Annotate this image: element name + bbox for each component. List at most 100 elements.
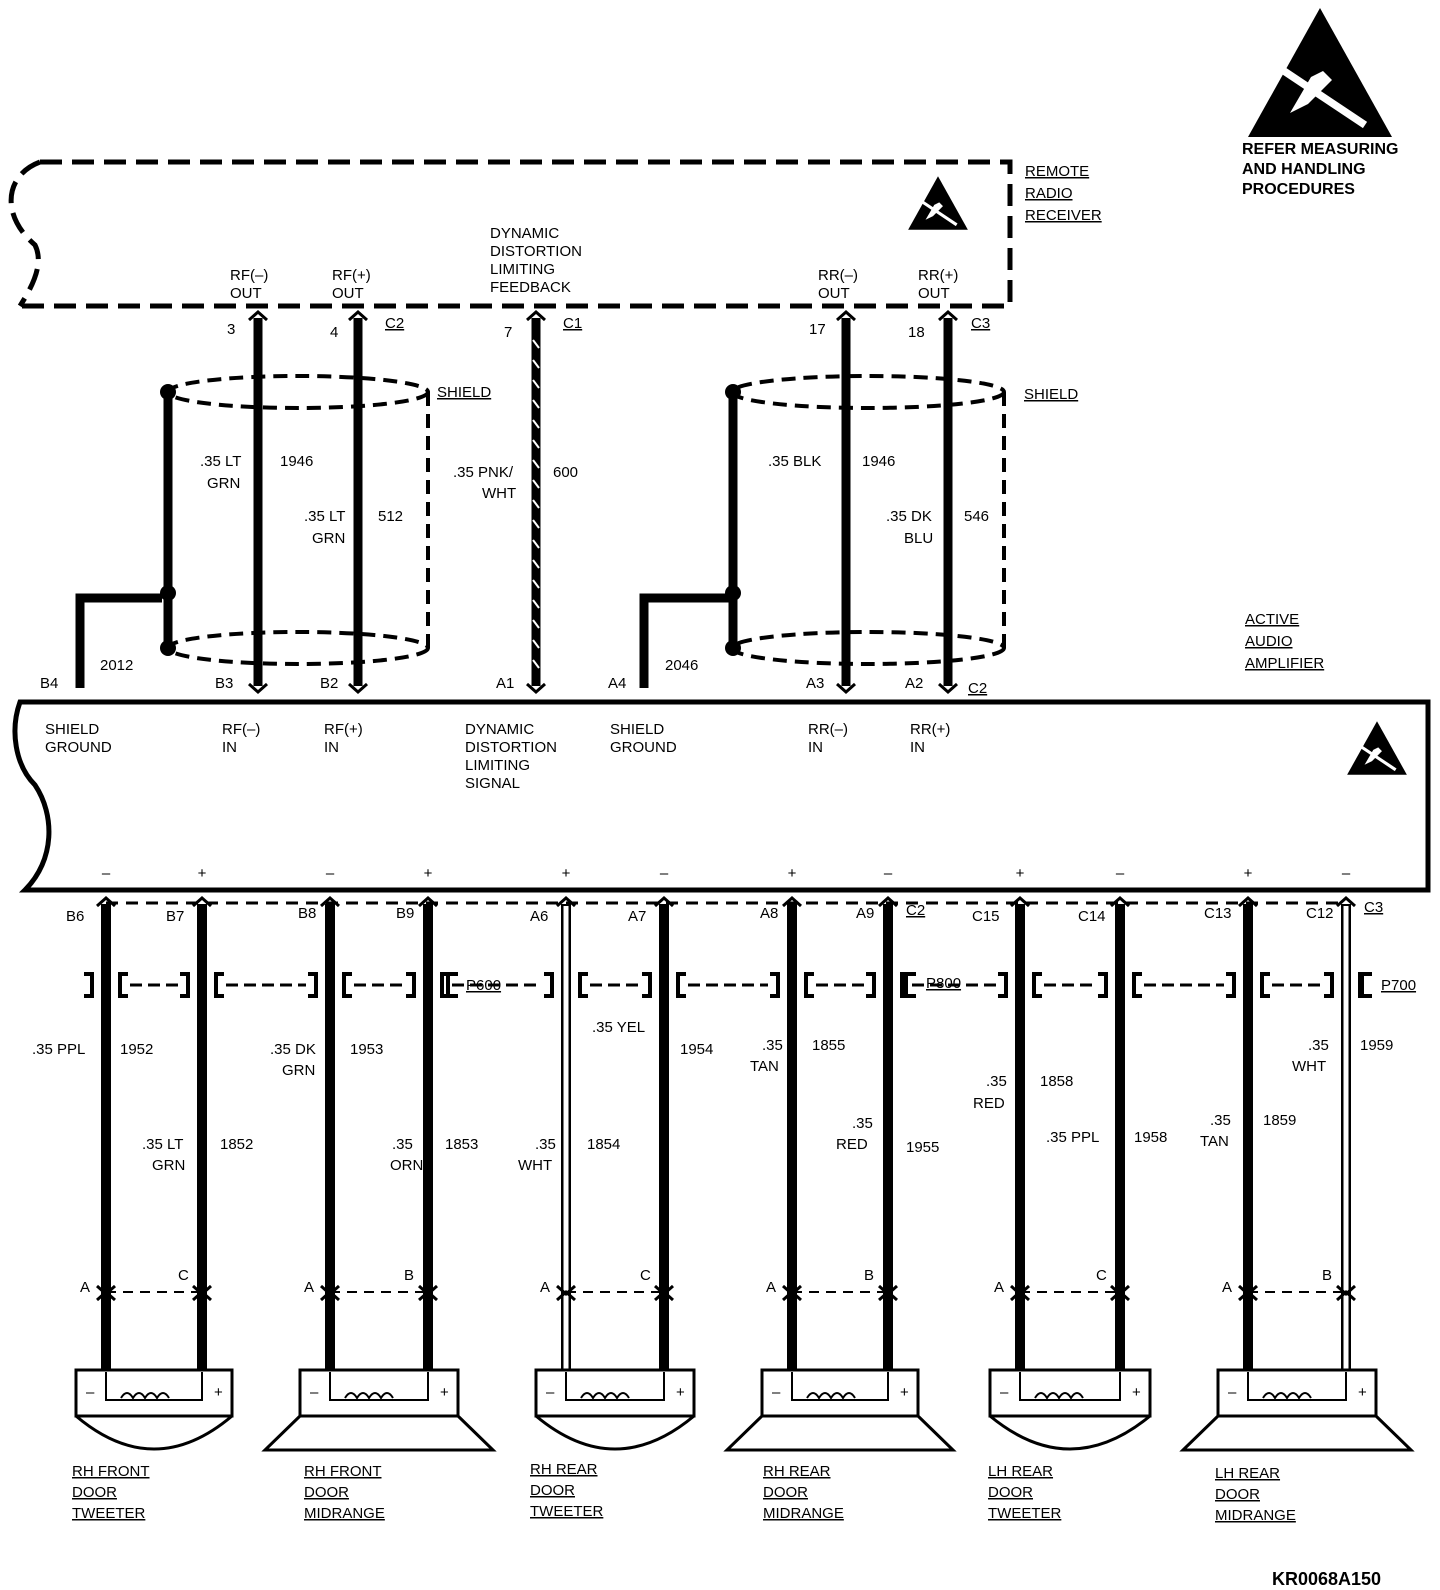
speaker-5-pin-b: B bbox=[1322, 1267, 1332, 1284]
spk-wire-1854-size-1: .35 bbox=[535, 1136, 556, 1153]
inline-pin-right-5 bbox=[676, 972, 686, 998]
wire-rr-minus-circuit: 1946 bbox=[862, 453, 895, 470]
amp-pin-a3: A3 bbox=[806, 675, 824, 692]
amplifier-box bbox=[12, 699, 1431, 893]
wire-rf-minus-size-1: .35 LT bbox=[200, 453, 241, 470]
receiver-box bbox=[8, 159, 1013, 309]
speaker-3-name-2: DOOR bbox=[530, 1482, 575, 1499]
amplifier-name-1: ACTIVE bbox=[1245, 611, 1299, 628]
spk-wire-1858-size-2: RED bbox=[973, 1095, 1005, 1112]
amp-input-shield-ground-2-b: GROUND bbox=[610, 739, 677, 756]
shield-rear-dot-1 bbox=[725, 585, 741, 601]
inline-cap-p600 bbox=[446, 972, 458, 998]
receiver-esd-icon bbox=[906, 175, 970, 231]
top-wire-lower-end-4 bbox=[938, 682, 958, 695]
top-wire-upper-end-3 bbox=[836, 309, 856, 322]
amp-bottom-pin-C13: C13 bbox=[1204, 905, 1232, 922]
rx-pin-rr-plus-label-2: OUT bbox=[918, 285, 950, 302]
speaker-3-minus-terminal: – bbox=[772, 1384, 781, 1401]
wire-rf-plus-size-1: .35 LT bbox=[304, 508, 345, 525]
inline-pin-left-11 bbox=[1324, 972, 1334, 998]
spk-wire-1959-size-1: .35 bbox=[1308, 1037, 1329, 1054]
spk-wire-top-end-11 bbox=[1336, 895, 1356, 908]
speaker-4-name-1: RH REAR bbox=[763, 1463, 831, 1480]
shield-front-dot-1 bbox=[160, 585, 176, 601]
top-wire-upper-end-2 bbox=[526, 309, 546, 322]
spk-wire-1854-circuit: 1854 bbox=[587, 1136, 620, 1153]
speaker-1-pin-b: B bbox=[404, 1267, 414, 1284]
amp-polarity-10: + bbox=[1244, 865, 1253, 882]
speaker-3-pin-b: B bbox=[864, 1267, 874, 1284]
inline-pin-left-0 bbox=[84, 972, 94, 998]
speaker-4-name-2: DOOR bbox=[763, 1484, 808, 1501]
rx-pin-num-4: 4 bbox=[330, 324, 338, 341]
amp-bottom-pin-A7: A7 bbox=[628, 908, 646, 925]
speaker-2-pin-b: C bbox=[640, 1267, 651, 1284]
spk-wire-1955-size-2: RED bbox=[836, 1136, 868, 1153]
amp-bottom-pin-B8: B8 bbox=[298, 905, 316, 922]
amp-bottom-pin-C14: C14 bbox=[1078, 908, 1106, 925]
spk-wire-1852-circuit: 1852 bbox=[220, 1136, 253, 1153]
inline-pin-right-8 bbox=[1032, 972, 1042, 998]
shield-layer bbox=[160, 374, 1006, 666]
spk-wire-1852-size-2: GRN bbox=[152, 1157, 185, 1174]
inline-pin-left-2 bbox=[308, 972, 318, 998]
amp-polarity-5: – bbox=[660, 865, 669, 882]
amp-polarity-0: – bbox=[102, 865, 111, 882]
amp-polarity-7: – bbox=[884, 865, 893, 882]
speaker-2-name-1: RH FRONT bbox=[304, 1463, 382, 1480]
shield-front-bottom bbox=[166, 630, 430, 666]
speaker-1-minus-terminal: – bbox=[310, 1384, 319, 1401]
stripe bbox=[532, 599, 540, 609]
stripe bbox=[532, 519, 540, 529]
stripe bbox=[532, 639, 540, 649]
rx-pin-num-17: 17 bbox=[809, 321, 826, 338]
spk-wire-1858-size-1: .35 bbox=[986, 1073, 1007, 1090]
inline-pin-right-0 bbox=[118, 972, 128, 998]
spk-wire-1854-size-2: WHT bbox=[518, 1157, 552, 1174]
amp-bottom-pin-A6: A6 bbox=[530, 908, 548, 925]
spk-wire-1853-circuit: 1853 bbox=[445, 1136, 478, 1153]
receiver-name-1: REMOTE bbox=[1025, 163, 1089, 180]
inline-connector-p600: P600 bbox=[466, 977, 501, 994]
top-wire-upper-end-1 bbox=[348, 309, 368, 322]
speaker-2-name-2: DOOR bbox=[304, 1484, 349, 1501]
rx-pin-rr-plus-label-1: RR(+) bbox=[918, 267, 958, 284]
rx-connector-c2: C2 bbox=[385, 315, 404, 332]
rx-pin-ddl-label-4: FEEDBACK bbox=[490, 279, 571, 296]
inline-pin-right-9 bbox=[1132, 972, 1142, 998]
spk-wire-1959-size-2: WHT bbox=[1292, 1058, 1326, 1075]
spk-wire-1953-size-1: .35 DK bbox=[270, 1041, 316, 1058]
stripe bbox=[532, 659, 540, 669]
amp-pin-b4: B4 bbox=[40, 675, 58, 692]
amp-input-rr-minus-b: IN bbox=[808, 739, 823, 756]
speaker-1-cone bbox=[261, 1414, 497, 1452]
spk-wire-1952-size: .35 PPL bbox=[32, 1041, 85, 1058]
rx-pin-ddl-label-2: DISTORTION bbox=[490, 243, 582, 260]
inline-pin-right-10 bbox=[1260, 972, 1270, 998]
shield-ground-lead-0 bbox=[75, 593, 162, 688]
stripe bbox=[532, 539, 540, 549]
speaker-5-plus-terminal: + bbox=[1358, 1384, 1367, 1401]
amp-pin-b3: B3 bbox=[215, 675, 233, 692]
speaker-4-minus-terminal: – bbox=[1000, 1384, 1009, 1401]
spk-wire-1953-circuit: 1953 bbox=[350, 1041, 383, 1058]
wire-rr-plus-size-1: .35 DK bbox=[886, 508, 932, 525]
amp-pin-a4: A4 bbox=[608, 675, 626, 692]
rx-pin-rf-plus-label-1: RF(+) bbox=[332, 267, 371, 284]
spk-wire-1859-size-2: TAN bbox=[1200, 1133, 1229, 1150]
rx-connector-c1: C1 bbox=[563, 315, 582, 332]
spk-wire-1853-size-2: ORN bbox=[390, 1157, 423, 1174]
amp-input-rr-plus-a: RR(+) bbox=[910, 721, 950, 738]
speaker-0-minus-terminal: – bbox=[86, 1384, 95, 1401]
rx-pin-rf-plus-label-2: OUT bbox=[332, 285, 364, 302]
speaker-4-name-3: MIDRANGE bbox=[763, 1505, 844, 1522]
rx-pin-num-3: 3 bbox=[227, 321, 235, 338]
stripe bbox=[532, 339, 540, 349]
shield-rear-bottom bbox=[730, 630, 1006, 666]
speaker-6-name-3: MIDRANGE bbox=[1215, 1507, 1296, 1524]
spk-wire-1955-size-1: .35 bbox=[852, 1115, 873, 1132]
speaker-5-name-2: DOOR bbox=[988, 1484, 1033, 1501]
spk-wire-term2-7 bbox=[878, 1289, 898, 1302]
